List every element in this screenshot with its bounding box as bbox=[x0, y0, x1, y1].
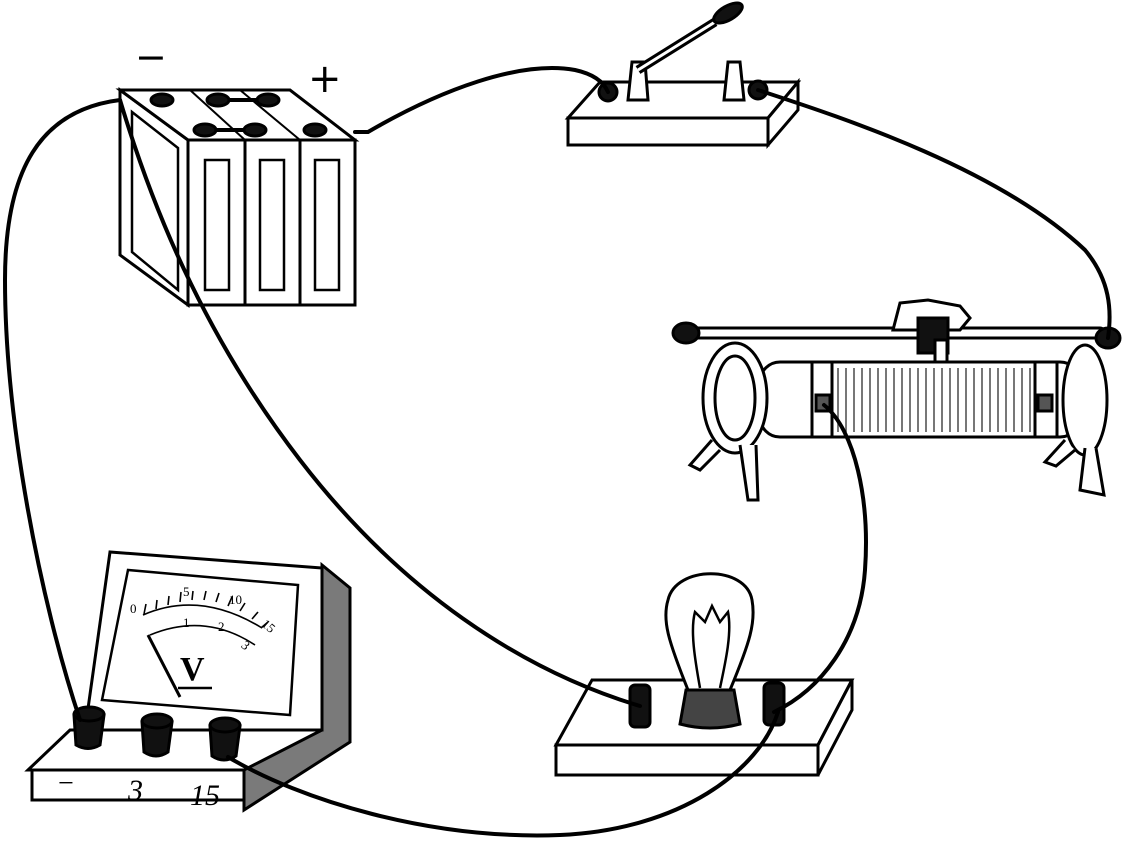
battery-positive-label: + bbox=[308, 56, 342, 102]
wire-battery-to-lamp bbox=[118, 98, 642, 708]
terminal-label-15: 15 bbox=[190, 779, 220, 812]
voltmeter bbox=[24, 550, 352, 813]
wire-voltmeter-to-lamp bbox=[226, 710, 780, 838]
wire-switch-to-rheostat bbox=[756, 88, 1112, 340]
voltmeter-needle bbox=[146, 634, 182, 698]
terminal-label-3: 3 bbox=[127, 774, 143, 807]
wire-battery-to-voltmeter-negative bbox=[2, 98, 122, 722]
voltmeter-scale bbox=[142, 590, 269, 646]
knife-switch bbox=[564, 1, 802, 150]
scale-bottom-2: 2 bbox=[218, 619, 225, 634]
battery-negative-label: − bbox=[135, 35, 167, 79]
rheostat-coil bbox=[829, 368, 1031, 432]
voltmeter-unit-symbol: V bbox=[180, 651, 205, 688]
wire-rheostat-to-lamp bbox=[772, 403, 868, 714]
sliding-rheostat bbox=[671, 298, 1122, 502]
voltmeter-terminals bbox=[72, 705, 242, 762]
terminal-label-negative: − bbox=[58, 768, 74, 799]
light-bulb-on-base bbox=[553, 572, 855, 777]
scale-top-0: 0 bbox=[130, 601, 137, 616]
scale-top-10: 10 bbox=[229, 592, 242, 607]
wires bbox=[2, 66, 1112, 838]
wire-battery-to-switch bbox=[353, 66, 610, 134]
scale-top-5: 5 bbox=[183, 584, 190, 599]
scale-bottom-1: 1 bbox=[183, 615, 190, 630]
battery-pack bbox=[115, 87, 360, 308]
